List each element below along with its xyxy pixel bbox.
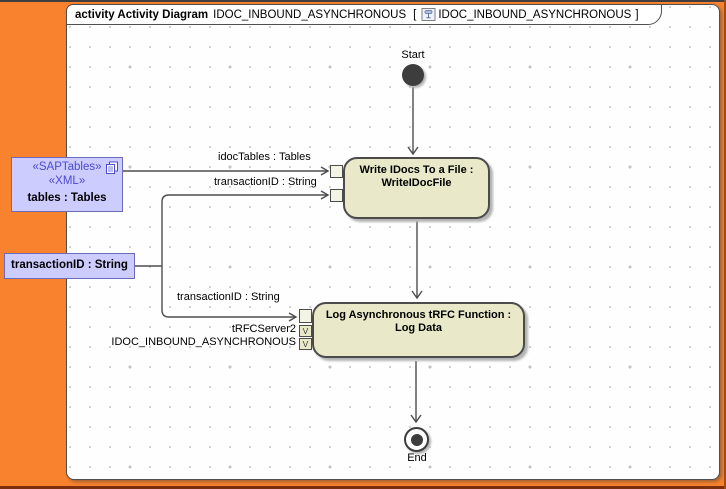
frame-diagram-name: IDOC_INBOUND_ASYNCHRONOUS [213,8,407,21]
activity-parameter-tables[interactable]: «SAPTables» «XML» tables : Tables [11,157,123,212]
action-write-idocs[interactable]: Write IDocs To a File : WriteIDocFile [343,157,490,219]
edge-label-transactionid-lower[interactable]: transactionID : String [177,291,280,303]
stacked-pages-icon [105,161,119,175]
window-edge-bottom [0,486,726,489]
edge-transactionid-fork[interactable] [135,190,330,322]
frame-bracket-open: [ [413,8,417,21]
edge-start-to-write[interactable] [407,87,419,156]
end-node-label: End [407,452,427,464]
pin-label-trfcserver2[interactable]: tRFCServer2 [231,323,296,335]
start-node[interactable] [402,64,424,86]
edge-write-to-log[interactable] [411,221,423,300]
stereotype-saptables: «SAPTables» [32,161,102,173]
edge-label-transactionid-upper[interactable]: transactionID : String [214,176,317,188]
edge-log-to-end[interactable] [410,361,422,424]
window-edge-top [0,0,726,2]
activity-diagram-frame [66,4,720,480]
end-node-dot [410,433,423,446]
input-pin-idoctables[interactable] [330,165,343,178]
window-edge-right [724,0,726,489]
activity-diagram-icon [421,7,436,22]
value-pin-glyph: V [302,338,309,349]
value-pin-glyph: V [302,325,309,336]
pin-label-idoc-inbound[interactable]: IDOC_INBOUND_ASYNCHRONOUS [111,336,296,348]
stereotype-xml: «XML» [48,174,86,187]
value-pin-idoc-inbound[interactable]: V [299,338,312,350]
activity-parameter-transactionid[interactable]: transactionID : String [4,253,135,279]
frame-bracket-close: ] [635,8,639,21]
frame-keyword: activity Activity Diagram [75,8,209,21]
input-pin-transactionid-lower[interactable] [299,309,312,323]
tables-parameter-label: tables : Tables [27,191,107,204]
edge-label-idoctables[interactable]: idocTables : Tables [218,151,311,163]
frame-title-tab[interactable]: activity Activity Diagram IDOC_INBOUND_A… [66,4,662,25]
edge-tables-to-pin[interactable] [123,166,330,176]
frame-context-name: IDOC_INBOUND_ASYNCHRONOUS [438,8,632,21]
end-node[interactable] [404,427,429,452]
action-log-data[interactable]: Log Asynchronous tRFC Function : Log Dat… [312,302,525,358]
input-pin-transactionid-upper[interactable] [330,189,343,202]
value-pin-trfcserver2[interactable]: V [299,325,312,337]
transactionid-parameter-label: transactionID : String [11,259,128,272]
start-node-label: Start [401,49,425,61]
